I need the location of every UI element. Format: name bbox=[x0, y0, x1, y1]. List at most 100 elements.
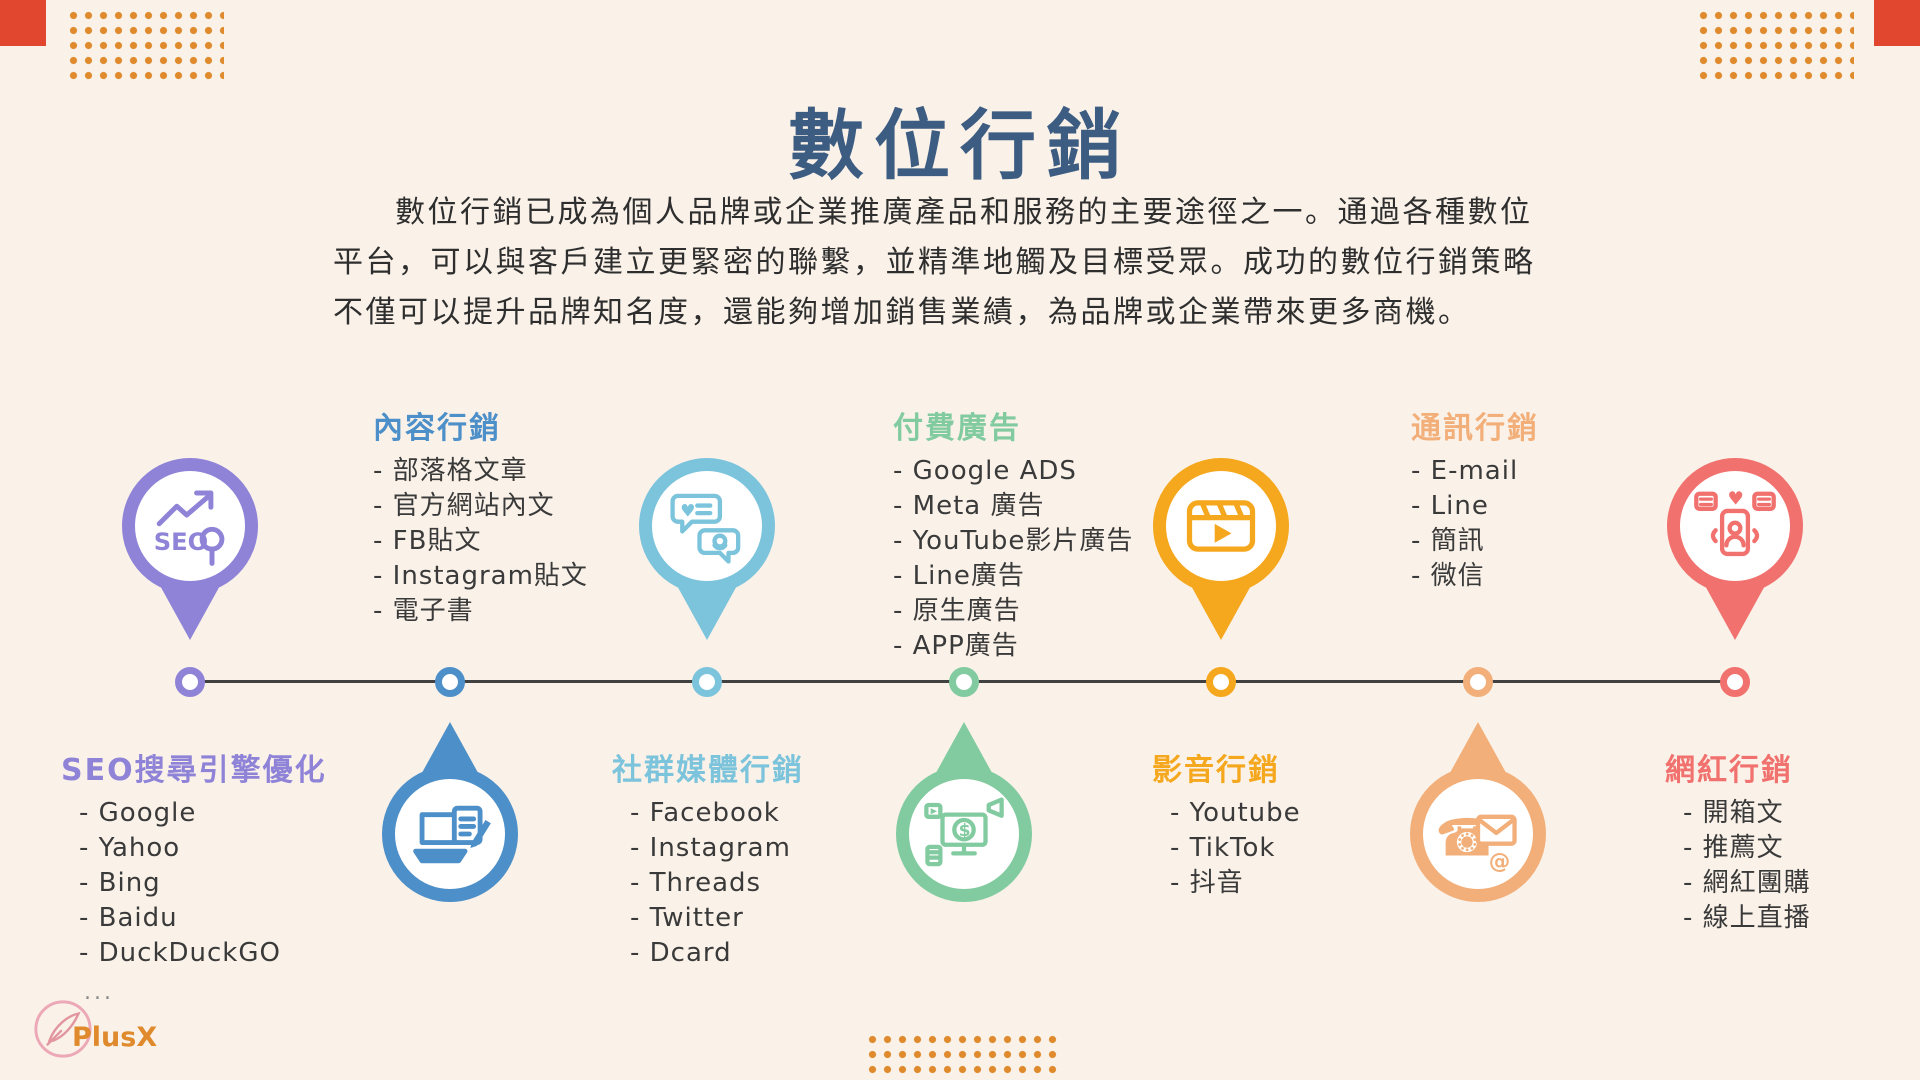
node-title: SEO搜尋引擎優化 bbox=[61, 753, 327, 788]
influencer-phone-icon: ♥ bbox=[1692, 483, 1778, 569]
plusx-logo: ... PlusX bbox=[32, 980, 192, 1068]
node-item: - 網紅團購 bbox=[1683, 868, 1811, 898]
node-item: - Instagram bbox=[630, 833, 791, 863]
pin-marker: ♥ bbox=[1667, 458, 1803, 640]
node-item: - 電子書 bbox=[373, 596, 474, 626]
node-item: - DuckDuckGO bbox=[79, 938, 281, 968]
seo-chart-magnifier-icon: SEO bbox=[146, 482, 234, 570]
node-item: - Youtube bbox=[1170, 798, 1301, 828]
node-item: - APP廣告 bbox=[893, 631, 1019, 661]
pin-marker: SEO bbox=[122, 458, 258, 640]
node-item: - Baidu bbox=[79, 903, 178, 933]
pin-marker bbox=[382, 722, 518, 902]
node-item-list: - E-mail - Line - 簡訊 - 微信 bbox=[1411, 454, 1539, 594]
intro-paragraph: 數位行銷已成為個人品牌或企業推廣產品和服務的主要途徑之一。通過各種數位 平台，可… bbox=[333, 188, 1573, 338]
node-item: - YouTube影片廣告 bbox=[893, 526, 1134, 556]
pin-marker: $ bbox=[896, 722, 1032, 902]
page-title: 數位行銷 bbox=[788, 101, 1132, 190]
node-item: - Google bbox=[79, 798, 197, 828]
svg-text:SEO: SEO bbox=[154, 528, 209, 556]
timeline-dot bbox=[175, 667, 205, 697]
node-item: - Facebook bbox=[630, 798, 780, 828]
corner-square-top-right bbox=[1874, 0, 1920, 46]
pin-circle: $ bbox=[896, 766, 1032, 902]
node-item: - 推薦文 bbox=[1683, 833, 1784, 863]
ads-monitor-icon: $ bbox=[921, 791, 1007, 877]
intro-line: 不僅可以提升品牌知名度，還能夠增加銷售業績，為品牌或企業帶來更多商機。 bbox=[333, 295, 1471, 330]
pin-circle: SEO bbox=[122, 458, 258, 594]
pin-circle: ♥ bbox=[639, 458, 775, 594]
pin-circle bbox=[382, 766, 518, 902]
pin-circle: ♥ bbox=[1667, 458, 1803, 594]
chat-bubbles-icon: ♥ bbox=[664, 483, 750, 569]
node-item: - E-mail bbox=[1411, 456, 1519, 486]
node-item: - 線上直播 bbox=[1683, 903, 1811, 933]
node-item: - Twitter bbox=[630, 903, 744, 933]
node-item: - 原生廣告 bbox=[893, 596, 1021, 626]
node-item: - 簡訊 bbox=[1411, 526, 1485, 556]
node-item: - Meta 廣告 bbox=[893, 491, 1045, 521]
timeline-dot bbox=[949, 667, 979, 697]
intro-line: 數位行銷已成為個人品牌或企業推廣產品和服務的主要途徑之一。通過各種數位 bbox=[395, 195, 1533, 230]
svg-text:$: $ bbox=[959, 821, 971, 841]
node-item: - Threads bbox=[630, 868, 762, 898]
node-item-list: - 部落格文章 - 官方網站內文 - FB貼文 - Instagram貼文 - 電子書 bbox=[373, 454, 588, 629]
corner-square-top-left bbox=[0, 0, 46, 46]
node-text-block: 網紅行銷 - 開箱文 - 推薦文 - 網紅團購 - 線上直播 bbox=[1665, 752, 1811, 936]
node-item: - 微信 bbox=[1411, 561, 1485, 591]
node-item: - 部落格文章 bbox=[373, 456, 528, 486]
timeline-dot bbox=[1720, 667, 1750, 697]
node-title: 網紅行銷 bbox=[1665, 753, 1793, 788]
dot-grid-top-left bbox=[66, 8, 224, 86]
pin-circle bbox=[1153, 458, 1289, 594]
node-item: - TikTok bbox=[1170, 833, 1276, 863]
timeline-dot bbox=[1463, 667, 1493, 697]
node-item: - Yahoo bbox=[79, 833, 181, 863]
intro-line: 平台，可以與客戶建立更緊密的聯繫，並精準地觸及目標受眾。成功的數位行銷策略 bbox=[333, 245, 1536, 280]
dot-grid-bottom-center bbox=[865, 1032, 1060, 1078]
node-title: 通訊行銷 bbox=[1411, 411, 1539, 446]
timeline-dot bbox=[692, 667, 722, 697]
svg-text:♥: ♥ bbox=[1727, 489, 1743, 510]
timeline-dot bbox=[435, 667, 465, 697]
logo-dots: ... bbox=[84, 980, 114, 1005]
node-text-block: 社群媒體行銷 - Facebook - Instagram - Threads - T… bbox=[612, 752, 804, 971]
node-text-block: 付費廣告 - Google ADS- Meta 廣告- YouTube影片廣告-… bbox=[893, 410, 1133, 664]
node-item: - 官方網站內文 bbox=[373, 491, 555, 521]
node-item: - Google ADS bbox=[893, 456, 1077, 486]
node-item-list: - 開箱文 - 推薦文 - 網紅團購 - 線上直播 bbox=[1665, 796, 1811, 936]
logo-text: PlusX bbox=[72, 1022, 158, 1053]
pin-marker: ♥ bbox=[639, 458, 775, 640]
node-item: - 開箱文 bbox=[1683, 798, 1784, 828]
laptop-writing-icon bbox=[407, 791, 493, 877]
node-item: - 抖音 bbox=[1170, 868, 1244, 898]
pin-circle: ☎ @ bbox=[1410, 766, 1546, 902]
dot-grid-top-right bbox=[1696, 8, 1854, 86]
timeline-dot bbox=[1206, 667, 1236, 697]
node-item: - Line廣告 bbox=[893, 561, 1025, 591]
node-item-list: - Facebook - Instagram - Threads - Twitter -… bbox=[612, 796, 804, 971]
svg-text:@: @ bbox=[1489, 849, 1511, 874]
node-item: - Bing bbox=[79, 868, 161, 898]
node-item: - Line bbox=[1411, 491, 1489, 521]
pin-marker bbox=[1153, 458, 1289, 640]
node-title: 付費廣告 bbox=[893, 411, 1021, 446]
node-text-block: 影音行銷 - Youtube - TikTok - 抖音 bbox=[1152, 752, 1301, 901]
node-title: 社群媒體行銷 bbox=[612, 753, 804, 788]
quill-icon bbox=[32, 998, 94, 1064]
node-item: - FB貼文 bbox=[373, 526, 482, 556]
node-text-block: 內容行銷 - 部落格文章- 官方網站內文- FB貼文- Instagram貼文-… bbox=[373, 410, 588, 629]
phone-envelope-icon: ☎ @ bbox=[1435, 791, 1521, 877]
svg-text:♥: ♥ bbox=[680, 501, 695, 521]
node-title: 內容行銷 bbox=[373, 411, 501, 446]
node-item: - Dcard bbox=[630, 938, 732, 968]
node-item: - Instagram貼文 bbox=[373, 561, 588, 591]
node-text-block: SEO搜尋引擎優化 - Google- Yahoo- Bing- Baidu- … bbox=[61, 752, 327, 971]
video-clapperboard-icon bbox=[1179, 484, 1263, 568]
node-title: 影音行銷 bbox=[1152, 753, 1280, 788]
node-item-list: - Google ADS - Meta 廣告 - YouTube影片廣告 - Line… bbox=[893, 454, 1133, 664]
node-item-list: - Youtube - TikTok - 抖音 bbox=[1152, 796, 1301, 901]
node-item-list: - Google - Yahoo - Bing - Baidu - DuckDuckGO bbox=[61, 796, 327, 971]
pin-marker: ☎ @ bbox=[1410, 722, 1546, 902]
